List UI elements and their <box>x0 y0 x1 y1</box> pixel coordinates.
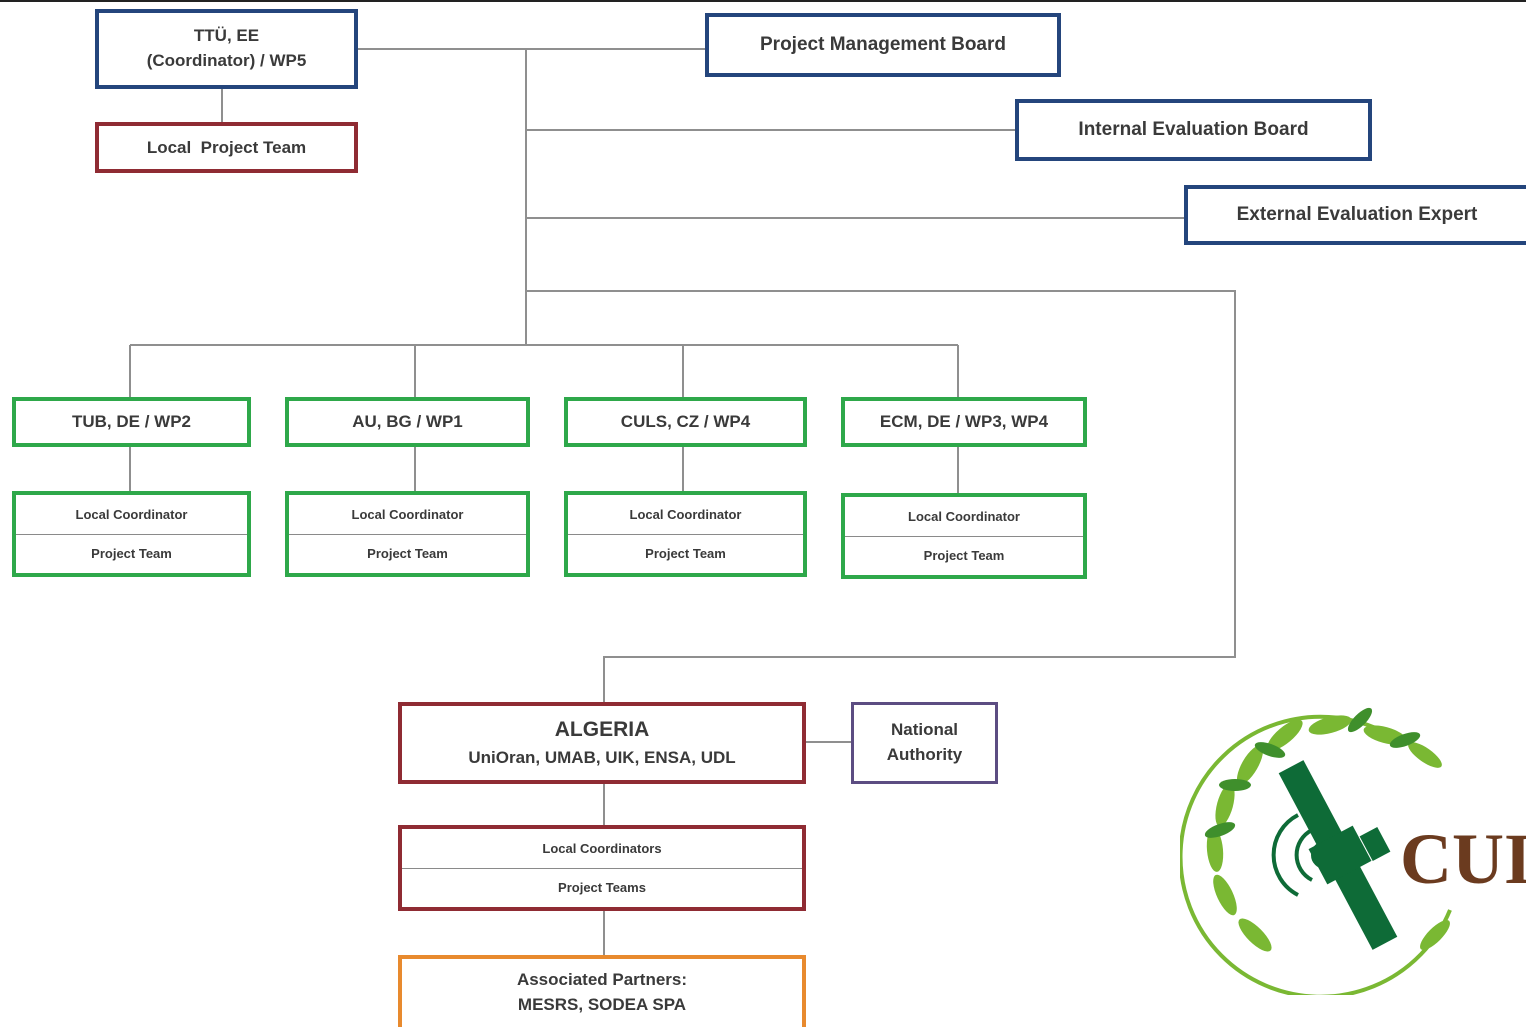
logo-text: CUI <box>1400 819 1526 899</box>
partner-box-tub: TUB, DE / WP2 <box>12 397 251 447</box>
local-coordinator-cell: Local Coordinator <box>568 495 803 535</box>
local-project-team-label: Local Project Team <box>146 137 307 157</box>
partner-box-culs: CULS, CZ / WP4 <box>564 397 807 447</box>
national-authority-line2: Authority <box>886 745 963 764</box>
partner-team-box-au: Local Coordinator Project Team <box>285 491 530 577</box>
associated-partners-box: Associated Partners: MESRS, SODEA SPA <box>398 955 806 1027</box>
local-project-team-box: Local Project Team <box>95 122 358 173</box>
partner-name: CULS, CZ / WP4 <box>620 412 751 431</box>
internal-evaluation-board-label: Internal Evaluation Board <box>1078 119 1309 140</box>
coordinator-box: TTÜ, EE (Coordinator) / WP5 <box>95 9 358 89</box>
project-management-board: Project Management Board <box>705 13 1061 77</box>
partner-team-box-ecm: Local Coordinator Project Team <box>841 493 1087 579</box>
algeria-teams-box: Local Coordinators Project Teams <box>398 825 806 911</box>
national-authority-line1: National <box>890 720 959 740</box>
associated-partners-label: Associated Partners: <box>516 970 688 990</box>
algeria-box: ALGERIA UniOran, UMAB, UIK, ENSA, UDL <box>398 702 806 784</box>
local-coordinator-cell: Local Coordinator <box>16 495 247 535</box>
internal-evaluation-board: Internal Evaluation Board <box>1015 99 1372 161</box>
associated-partners-names: MESRS, SODEA SPA <box>517 995 687 1014</box>
algeria-title: ALGERIA <box>554 718 650 742</box>
project-management-board-label: Project Management Board <box>760 34 1006 55</box>
coordinator-title: TTÜ, EE <box>193 26 260 46</box>
satellite-icon <box>1278 760 1398 950</box>
partner-box-au: AU, BG / WP1 <box>285 397 530 447</box>
external-evaluation-expert: External Evaluation Expert <box>1184 185 1526 245</box>
project-team-cell: Project Team <box>923 548 1005 564</box>
partner-team-box-culs: Local Coordinator Project Team <box>564 491 807 577</box>
local-coordinators-cell: Local Coordinators <box>402 829 802 869</box>
national-authority-box: National Authority <box>851 702 998 784</box>
partner-team-box-tub: Local Coordinator Project Team <box>12 491 251 577</box>
project-team-cell: Project Team <box>367 546 448 562</box>
partner-name: AU, BG / WP1 <box>352 412 463 431</box>
algeria-members: UniOran, UMAB, UIK, ENSA, UDL <box>468 747 736 767</box>
local-coordinator-cell: Local Coordinator <box>845 497 1083 537</box>
project-teams-cell: Project Teams <box>558 880 646 896</box>
project-team-cell: Project Team <box>91 546 172 562</box>
project-team-cell: Project Team <box>645 546 726 562</box>
laurel-wreath-icon <box>1180 707 1452 995</box>
local-coordinator-cell: Local Coordinator <box>289 495 526 535</box>
external-evaluation-expert-label: External Evaluation Expert <box>1236 204 1478 225</box>
partner-box-ecm: ECM, DE / WP3, WP4 <box>841 397 1087 447</box>
partner-name: ECM, DE / WP3, WP4 <box>879 412 1049 431</box>
coordinator-role: (Coordinator) / WP5 <box>146 51 307 70</box>
cui-logo: CUI <box>1180 707 1526 995</box>
partner-name: TUB, DE / WP2 <box>71 412 191 431</box>
